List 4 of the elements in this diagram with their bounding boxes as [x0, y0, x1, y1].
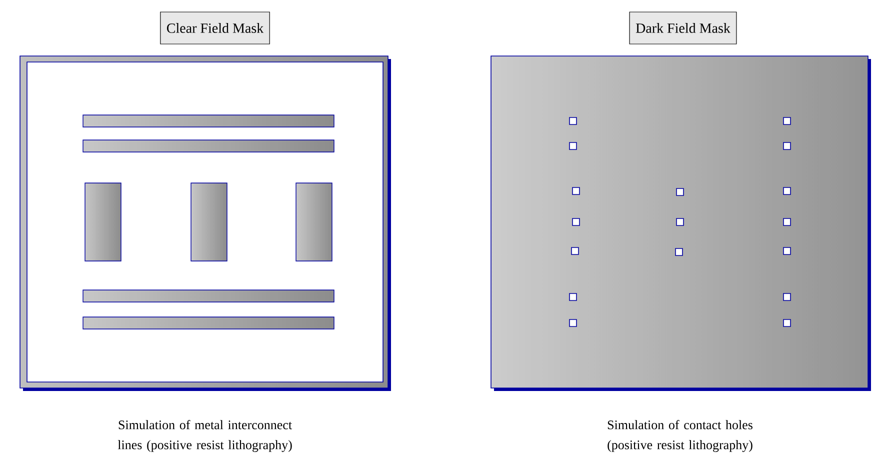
caption: Simulation of metal interconnect lines (positive resist lithography): [118, 420, 292, 452]
title-box: Clear Field Mask: [160, 12, 270, 44]
title-box: Dark Field Mask: [629, 12, 737, 44]
caption: Simulation of contact holes (positive resist lithography): [608, 420, 752, 452]
